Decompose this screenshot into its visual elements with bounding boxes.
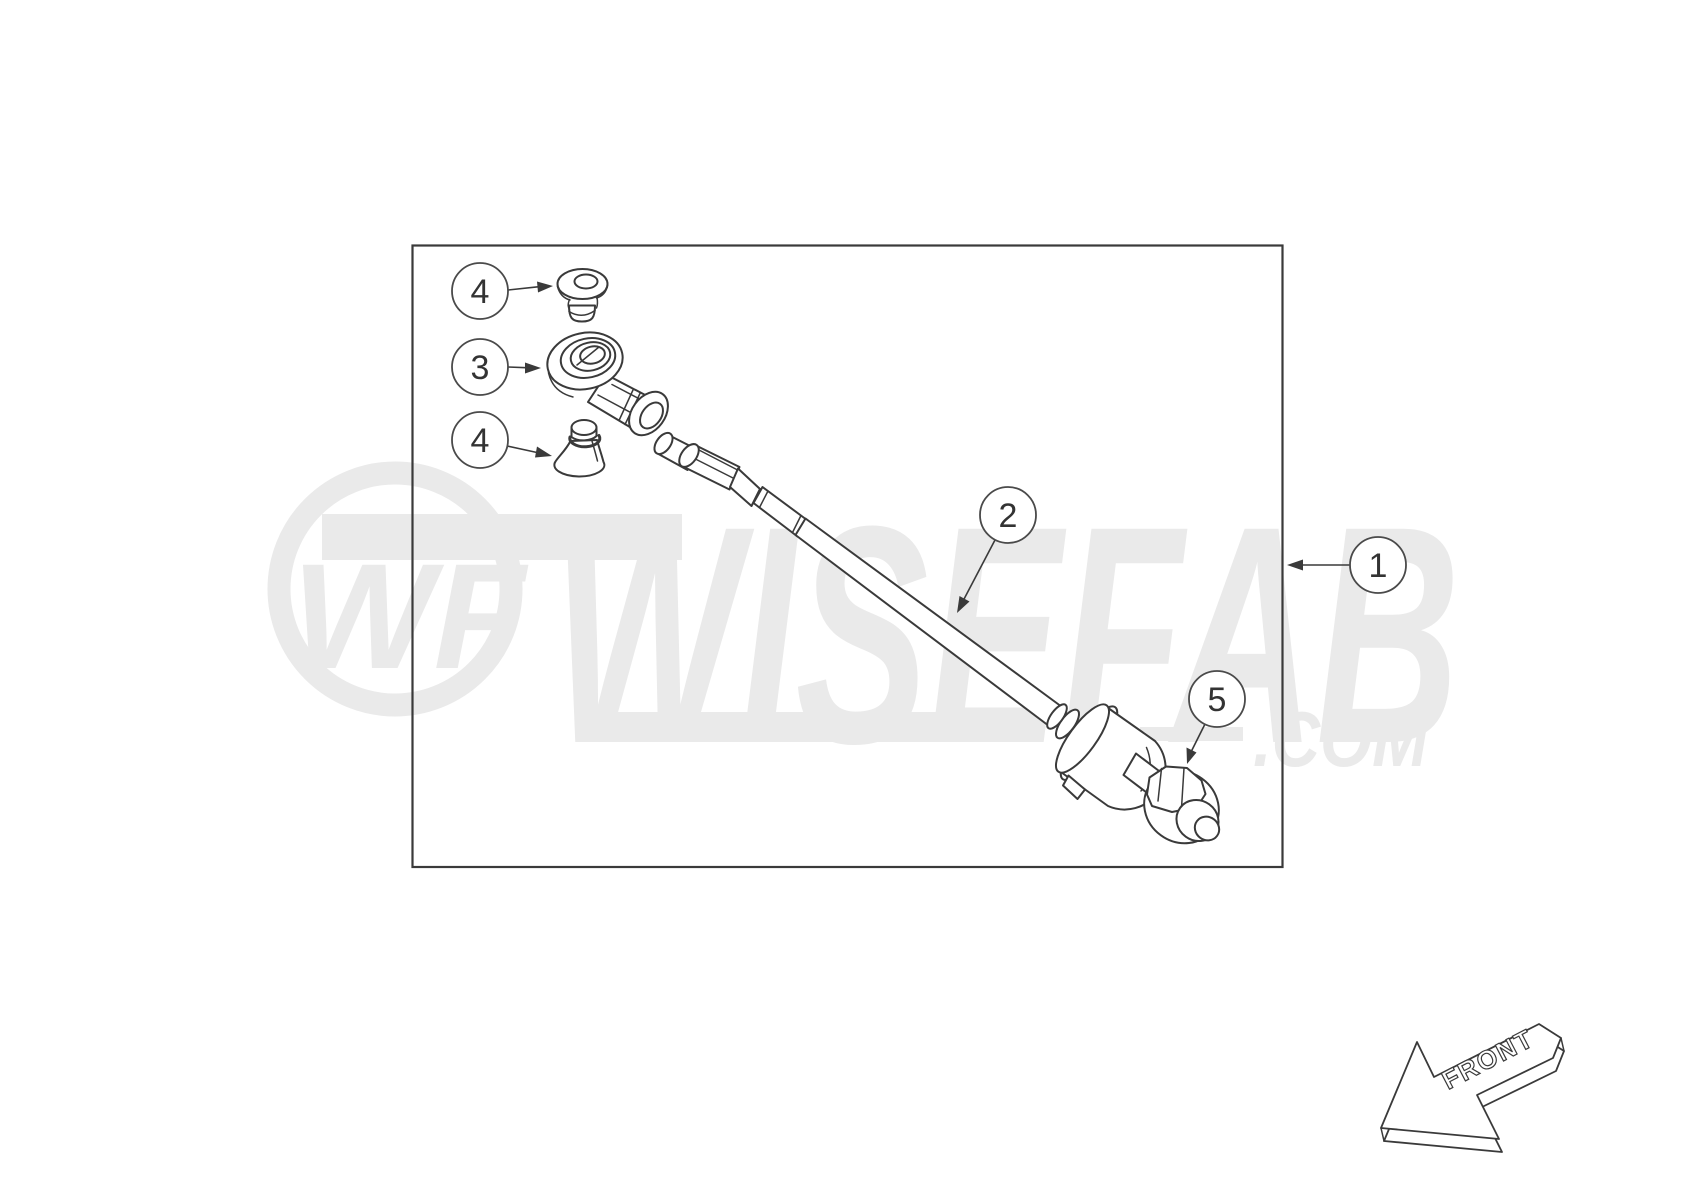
callout-1: 1 <box>1287 536 1407 594</box>
cone-spacer-drawing <box>553 419 606 478</box>
watermark-logo-bar <box>322 514 682 560</box>
watermark-dash <box>1140 727 1243 741</box>
callout-2-arrowhead <box>957 596 970 613</box>
assembly-boundary-box <box>411 244 1284 869</box>
callout-2-number: 2 <box>999 497 1018 535</box>
callout-4-lower-arrowhead <box>535 446 552 458</box>
watermark-suffix: .COM <box>1253 695 1430 783</box>
callout-3-number: 3 <box>471 349 490 387</box>
front-direction-arrow: FRONT <box>1380 1022 1565 1153</box>
callout-4-lower: 4 <box>451 411 552 469</box>
callout-1-number: 1 <box>1369 547 1388 585</box>
callout-4-lower-number: 4 <box>471 422 490 460</box>
rod-end-drawing <box>546 331 669 437</box>
callout-3: 3 <box>451 338 541 396</box>
callout-5-number: 5 <box>1208 681 1227 719</box>
callout-1-arrowhead <box>1287 559 1303 571</box>
callout-4-top-number: 4 <box>471 273 490 311</box>
watermark-logo-ring <box>267 461 523 717</box>
flange-nut-drawing <box>1143 765 1221 845</box>
tie-rod-drawing <box>653 431 1180 811</box>
watermark-logo-letters: WF <box>292 532 529 700</box>
callout-5: 5 <box>1186 670 1246 764</box>
callout-2: 2 <box>957 486 1037 613</box>
callout-3-arrowhead <box>525 362 541 374</box>
watermark-underline-bar <box>600 712 995 742</box>
callout-4-top: 4 <box>451 262 553 320</box>
top-hat-insert-drawing <box>556 268 609 323</box>
callout-4-top-arrowhead <box>537 281 553 293</box>
callout-5-arrowhead <box>1186 747 1197 764</box>
